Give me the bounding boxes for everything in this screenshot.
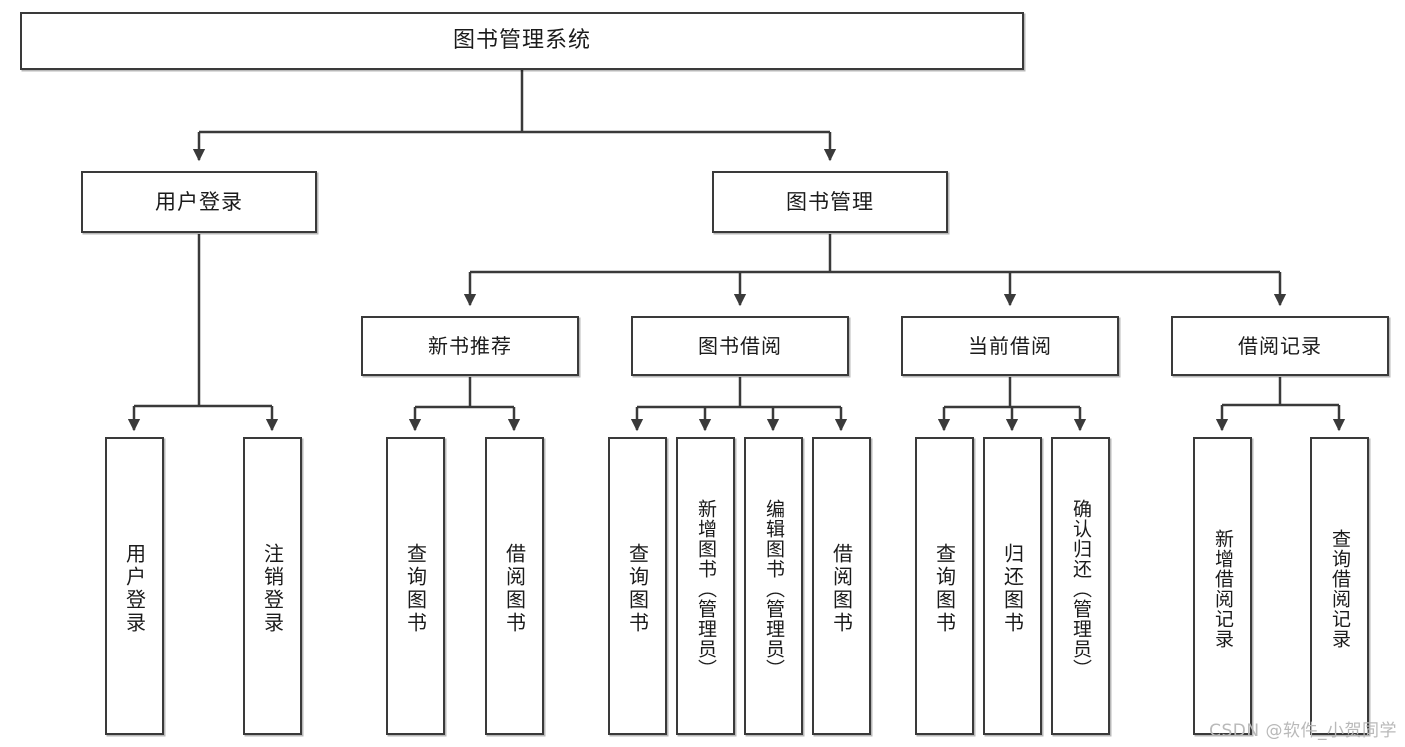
leaf-current-borrow-return-label: 归还图书 — [1000, 543, 1025, 635]
leaf-current-borrow-return[interactable]: 归还图书 — [983, 437, 1042, 735]
node-book-management-label: 图书管理 — [786, 189, 874, 214]
leaf-borrow-record-add[interactable]: 新增借阅记录 — [1193, 437, 1252, 735]
leaf-user-login-signout-label: 注销登录 — [260, 543, 285, 635]
leaf-new-book-borrow-label: 借阅图书 — [502, 543, 527, 635]
node-user-login-label: 用户登录 — [155, 189, 243, 214]
leaf-current-borrow-query[interactable]: 查询图书 — [915, 437, 974, 735]
node-root-label: 图书管理系统 — [452, 28, 591, 54]
leaf-borrow-record-query[interactable]: 查询借阅记录 — [1310, 437, 1369, 735]
node-current-borrow[interactable]: 当前借阅 — [901, 316, 1119, 376]
leaf-new-book-query-label: 查询图书 — [403, 543, 428, 635]
leaf-new-book-borrow[interactable]: 借阅图书 — [485, 437, 544, 735]
leaf-book-borrow-edit[interactable]: 编辑图书（管理员） — [744, 437, 803, 735]
node-book-borrow-label: 图书借阅 — [698, 333, 782, 358]
node-borrow-record[interactable]: 借阅记录 — [1171, 316, 1389, 376]
watermark-text: CSDN @软件_小贺同学 — [1209, 721, 1397, 741]
node-new-book-recommend-label: 新书推荐 — [428, 333, 512, 358]
leaf-book-borrow-add-label: 新增图书（管理员） — [695, 499, 717, 679]
node-current-borrow-label: 当前借阅 — [968, 333, 1052, 358]
leaf-book-borrow-query[interactable]: 查询图书 — [608, 437, 667, 735]
leaf-new-book-query[interactable]: 查询图书 — [386, 437, 445, 735]
node-root[interactable]: 图书管理系统 — [20, 12, 1024, 70]
leaf-current-borrow-query-label: 查询图书 — [932, 543, 957, 635]
leaf-user-login-signout[interactable]: 注销登录 — [243, 437, 302, 735]
node-book-management[interactable]: 图书管理 — [712, 171, 948, 233]
node-new-book-recommend[interactable]: 新书推荐 — [361, 316, 579, 376]
leaf-current-borrow-confirm-label: 确认归还（管理员） — [1070, 499, 1092, 679]
node-book-borrow[interactable]: 图书借阅 — [631, 316, 849, 376]
leaf-book-borrow-borrow-label: 借阅图书 — [829, 543, 854, 635]
node-user-login[interactable]: 用户登录 — [81, 171, 317, 233]
leaf-current-borrow-confirm[interactable]: 确认归还（管理员） — [1051, 437, 1110, 735]
leaf-book-borrow-borrow[interactable]: 借阅图书 — [812, 437, 871, 735]
leaf-user-login-signin[interactable]: 用户登录 — [105, 437, 164, 735]
leaf-book-borrow-edit-label: 编辑图书（管理员） — [763, 499, 785, 679]
leaf-borrow-record-add-label: 新增借阅记录 — [1212, 529, 1234, 649]
leaf-book-borrow-add[interactable]: 新增图书（管理员） — [676, 437, 735, 735]
leaf-borrow-record-query-label: 查询借阅记录 — [1329, 529, 1351, 649]
leaf-book-borrow-query-label: 查询图书 — [625, 543, 650, 635]
node-borrow-record-label: 借阅记录 — [1238, 333, 1322, 358]
leaf-user-login-signin-label: 用户登录 — [122, 543, 147, 635]
